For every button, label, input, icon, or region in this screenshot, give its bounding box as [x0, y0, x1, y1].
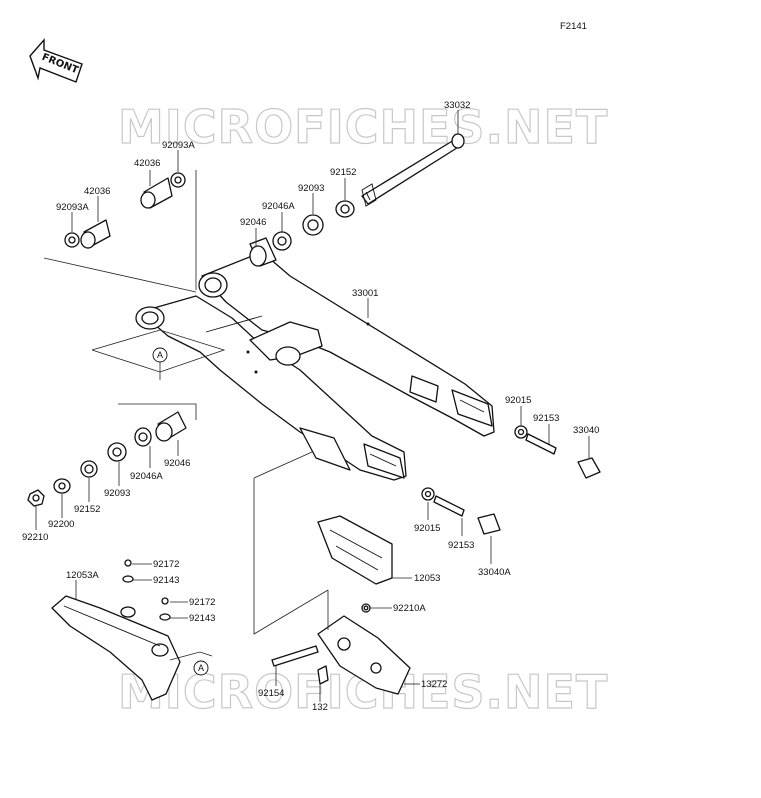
watermark-top: MICROFICHES.NET: [118, 100, 608, 154]
leader-lines: [35, 110, 590, 702]
label-132: 132: [312, 702, 328, 713]
label-92152-bottom: 92152: [74, 504, 100, 515]
swingarm: [135, 251, 495, 481]
label-12053a: 12053A: [66, 570, 99, 581]
front-arrow-icon: FRONT: [29, 38, 83, 83]
collar-and-seal-upper: [64, 172, 186, 249]
label-92152-top: 92152: [330, 167, 356, 178]
lower-bearing-stack: [27, 411, 187, 507]
label-92093-top: 92093: [298, 183, 324, 194]
label-33040a: 33040A: [478, 567, 511, 578]
label-92153-a: 92153: [533, 413, 559, 424]
label-13272: 13272: [421, 679, 447, 690]
pivot-shaft: [361, 133, 465, 207]
chain-guide: [271, 603, 411, 695]
label-92046-top: 92046: [240, 217, 266, 228]
label-92046a-top: 92046A: [262, 201, 295, 212]
label-42036-b: 42036: [84, 186, 110, 197]
label-92143-b: 92143: [189, 613, 215, 624]
label-92015-b: 92015: [414, 523, 440, 534]
upper-bearing-stack: [249, 200, 355, 267]
label-33040: 33040: [573, 425, 599, 436]
label-92172-a: 92172: [153, 559, 179, 570]
label-12053: 12053: [414, 573, 440, 584]
label-92210: 92210: [22, 532, 48, 543]
axle-adjusters: [421, 425, 601, 535]
label-33032: 33032: [444, 100, 470, 111]
reference-mark-a-2: A: [193, 660, 209, 676]
chain-slider: [317, 515, 393, 585]
label-92210a: 92210A: [393, 603, 426, 614]
reference-mark-a-1: A: [152, 347, 168, 363]
label-33001: 33001: [352, 288, 378, 299]
label-92172-b: 92172: [189, 597, 215, 608]
reference-mark-label: A: [198, 663, 204, 673]
chain-slider-front: [51, 559, 181, 701]
label-92093-bottom: 92093: [104, 488, 130, 499]
label-92143-a: 92143: [153, 575, 179, 586]
label-42036-a: 42036: [134, 158, 160, 169]
label-92200: 92200: [48, 519, 74, 530]
label-92046-bottom: 92046: [164, 458, 190, 469]
figure-code: F2141: [560, 21, 587, 32]
label-92093a-b: 92093A: [56, 202, 89, 213]
label-92046a-bottom: 92046A: [130, 471, 163, 482]
label-92153-b: 92153: [448, 540, 474, 551]
reference-mark-label: A: [157, 350, 163, 360]
part-labels: 33032 33001 92152 92093 92046A 92046 420…: [22, 100, 599, 713]
label-92015-a: 92015: [505, 395, 531, 406]
label-92093a-a: 92093A: [162, 140, 195, 151]
label-92154: 92154: [258, 688, 284, 699]
